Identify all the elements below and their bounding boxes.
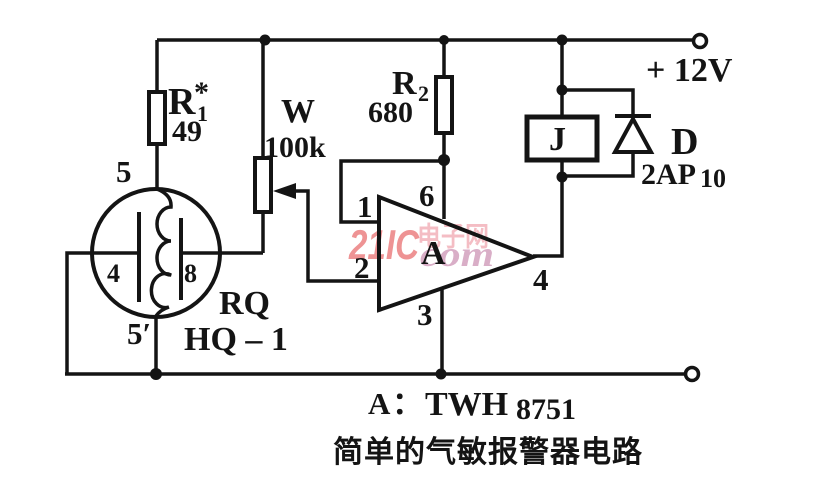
gas-sensor-envelope — [90, 187, 222, 319]
r2-subscript-label: 2 — [418, 81, 429, 106]
sensor-pin-right-label: 8 — [184, 259, 197, 288]
diode-model-prefix-label: 2AP — [641, 158, 696, 191]
diode-letter-label: D — [671, 121, 698, 163]
junction-dot — [150, 368, 162, 380]
resistor-r2 — [434, 75, 454, 135]
supply-voltage-label: + 12V — [646, 52, 733, 89]
r2-letter-label: R — [392, 65, 417, 102]
sensor-pin-bottom-label: 5′ — [127, 316, 151, 351]
sensor-pin-top-label: 5 — [116, 154, 132, 189]
wire-diode-top-branch — [562, 88, 635, 115]
wire-pin1-loop — [339, 159, 444, 224]
potentiometer-wiper-arrow-icon — [273, 183, 296, 199]
potentiometer-w — [253, 156, 296, 214]
junction-dots — [150, 34, 568, 380]
sensor-model-label: HQ – 1 — [184, 321, 288, 358]
junction-dot — [556, 34, 568, 46]
wire-diode-bottom-branch — [562, 152, 635, 178]
opamp-pin1-label: 1 — [357, 189, 373, 224]
wire-output-to-relay — [533, 160, 564, 258]
resistor-r1 — [147, 90, 167, 146]
r1-subscript-label: 1 — [197, 101, 208, 126]
w-letter-label: W — [281, 93, 315, 130]
note-amp-label: A — [368, 386, 391, 421]
gas-sensor — [90, 187, 222, 319]
note-ic-label: TWH — [425, 386, 508, 423]
opamp-pin3-label: 3 — [417, 297, 433, 332]
r1-value-label: 49 — [172, 115, 202, 148]
resistor-r2-body — [434, 75, 454, 135]
opamp-a — [377, 194, 539, 313]
sensor-pin-left-label: 4 — [107, 259, 120, 288]
opamp-pin2-label: 2 — [354, 250, 370, 285]
junction-dot — [556, 84, 568, 96]
junction-dot — [435, 368, 447, 380]
diode-d — [611, 114, 655, 154]
junction-dot — [556, 171, 568, 183]
relay-coil-box — [524, 114, 600, 163]
junction-dot — [259, 34, 271, 46]
note-ic-number-label: 8751 — [516, 393, 576, 426]
junction-dot — [439, 35, 449, 45]
r2-value-label: 680 — [368, 96, 413, 129]
wire-sensor-left-lead — [65, 251, 139, 374]
diode-triangle-icon — [611, 114, 655, 154]
diode-model-suffix-label: 10 — [700, 164, 726, 193]
opamp-triangle — [377, 194, 539, 313]
supply-terminal — [691, 32, 709, 50]
labels: R * 1 49 W 100k R 2 680 5 4 8 5′ RQ HQ –… — [107, 52, 733, 469]
opamp-pin4-label: 4 — [533, 262, 549, 297]
note-colon: ： — [392, 386, 423, 421]
potentiometer-w-body — [253, 156, 273, 214]
wires — [65, 38, 694, 376]
watermark-domain-text: com — [420, 234, 494, 274]
relay-j — [524, 114, 600, 163]
opamp-name-label: A — [421, 235, 446, 272]
w-value-label: 100k — [264, 131, 326, 164]
gas-sensor-heater-coil-icon — [149, 187, 173, 318]
relay-label: J — [549, 121, 566, 158]
watermark-brand-text: 21IC — [348, 221, 419, 268]
wire-wiper-to-pin2 — [292, 189, 379, 283]
watermark: 21IC 电子网 com — [348, 221, 494, 274]
sensor-name-label: RQ — [219, 285, 270, 322]
resistor-r1-body — [147, 90, 167, 146]
opamp-pin6-label: 6 — [419, 178, 435, 213]
caption-title: 简单的气敏报警器电路 — [333, 435, 643, 469]
r1-letter-label: R — [168, 81, 196, 123]
r1-star-label: * — [194, 76, 209, 109]
junction-dot — [438, 154, 450, 166]
return-terminal — [683, 365, 701, 383]
